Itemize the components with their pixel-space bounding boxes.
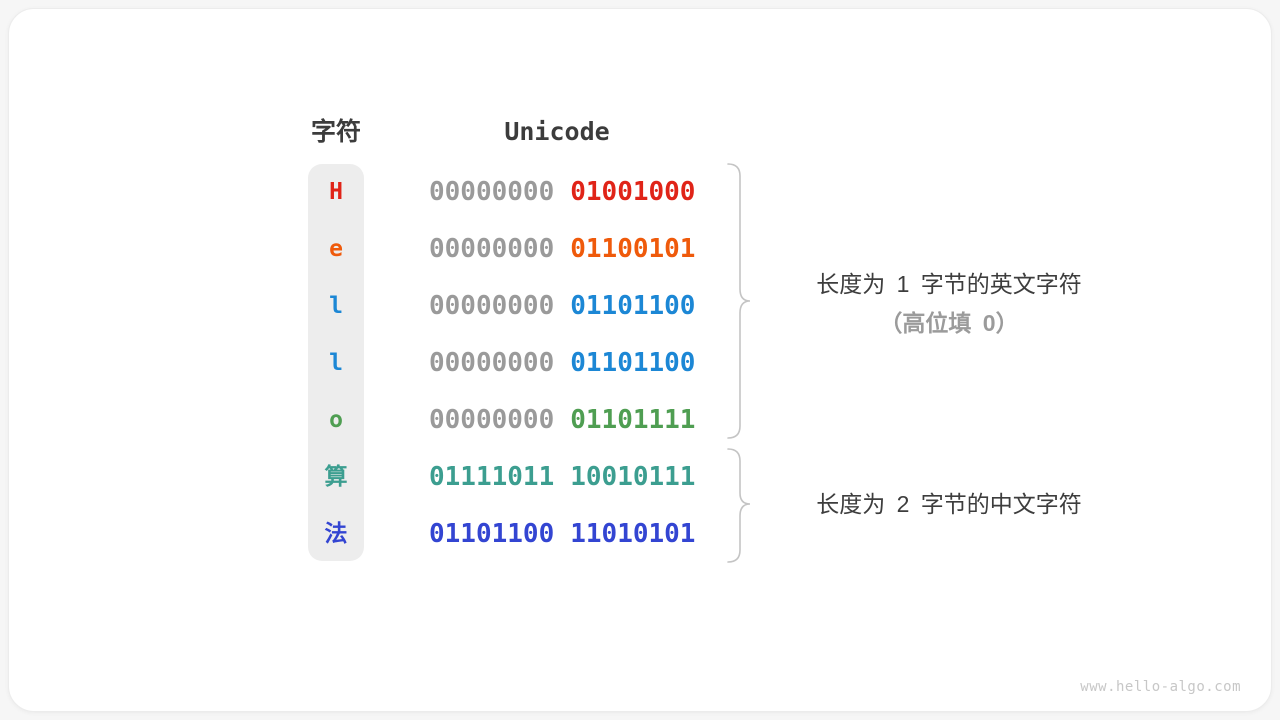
char-cell: l (329, 350, 343, 376)
byte-high: 00000000 (429, 234, 555, 264)
byte-high: 00000000 (429, 177, 555, 207)
annotation-english-chars: 长度为 1 字节的英文字符 （高位填 0） (773, 265, 1125, 343)
table-row-e: e 00000000 01100101 (9, 232, 1271, 266)
table-row-fa: 法 01101100 11010101 (9, 517, 1271, 551)
unicode-bytes: 01111011 10010111 (429, 460, 695, 494)
byte-low: 11010101 (570, 519, 696, 549)
byte-high: 00000000 (429, 348, 555, 378)
watermark-url: www.hello-algo.com (1080, 679, 1241, 695)
unicode-bytes: 00000000 01100101 (429, 232, 695, 266)
unicode-column-header: Unicode (504, 117, 610, 146)
unicode-bytes: 00000000 01001000 (429, 175, 695, 209)
char-cell: l (329, 293, 343, 319)
unicode-bytes: 00000000 01101100 (429, 346, 695, 380)
char-cell: 算 (324, 464, 348, 490)
unicode-bytes: 00000000 01101111 (429, 403, 695, 437)
char-column-background (308, 164, 364, 561)
byte-low: 10010111 (570, 462, 696, 492)
table-row-l2: l 00000000 01101100 (9, 346, 1271, 380)
byte-low: 01101100 (570, 291, 696, 321)
byte-low: 01101111 (570, 405, 696, 435)
char-cell: H (329, 179, 343, 205)
byte-low: 01001000 (570, 177, 696, 207)
diagram-card: 字符 Unicode H 00000000 01001000 e 0000000… (8, 8, 1272, 712)
table-row-suan: 算 01111011 10010111 (9, 460, 1271, 494)
char-cell: e (329, 236, 343, 262)
byte-low: 01100101 (570, 234, 696, 264)
byte-high: 00000000 (429, 291, 555, 321)
char-cell: 法 (324, 521, 348, 547)
byte-high: 01111011 (429, 462, 555, 492)
unicode-bytes: 01101100 11010101 (429, 517, 695, 551)
table-row-l1: l 00000000 01101100 (9, 289, 1271, 323)
table-row-o: o 00000000 01101111 (9, 403, 1271, 437)
table-row-h: H 00000000 01001000 (9, 175, 1271, 209)
char-column-header: 字符 (310, 118, 361, 146)
annotation-english-line1: 长度为 1 字节的英文字符 (816, 271, 1082, 297)
byte-high: 01101100 (429, 519, 555, 549)
byte-low: 01101100 (570, 348, 696, 378)
char-cell: o (329, 407, 343, 433)
annotation-english-line2: （高位填 0） (879, 310, 1019, 336)
annotation-chinese-chars: 长度为 2 字节的中文字符 (816, 491, 1082, 517)
unicode-bytes: 00000000 01101100 (429, 289, 695, 323)
byte-high: 00000000 (429, 405, 555, 435)
